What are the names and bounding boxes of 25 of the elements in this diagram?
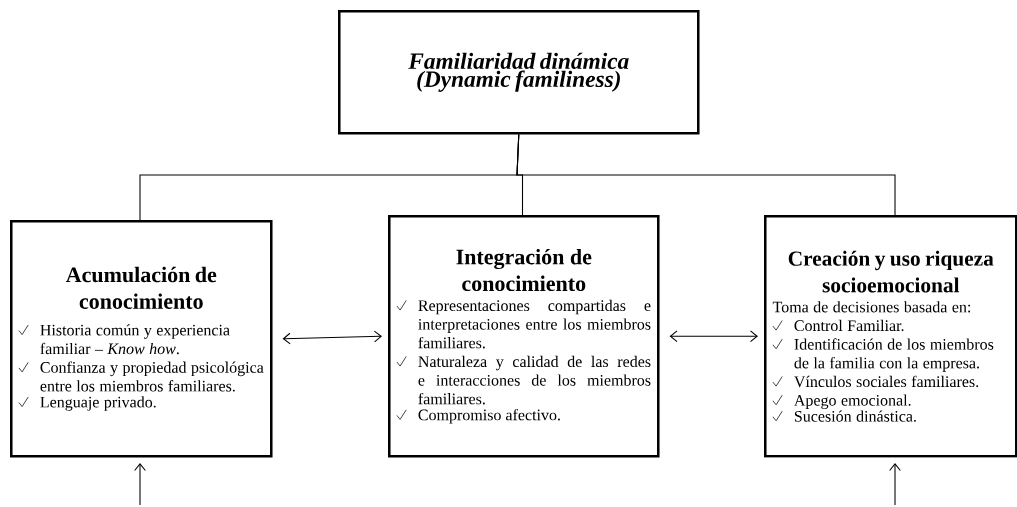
box-heading: Creación y uso riqueza socioemocional: [788, 250, 994, 293]
list-item: Apego emocional.: [794, 394, 911, 409]
list-item: Sucesión dinástica.: [794, 410, 916, 422]
title-box: [338, 10, 700, 135]
box-heading: Integración de conocimiento: [456, 248, 592, 292]
list-item: Confianza y propiedad psicológica entre los miembros familiares.: [40, 361, 264, 392]
double-arrow: [669, 330, 758, 343]
arrow: [889, 463, 901, 506]
list-item: Vínculos sociales familiares.: [794, 375, 979, 388]
list-item: Historia común y experiencia familiar – Know how.: [40, 324, 230, 355]
concept-box: [388, 215, 660, 458]
list-item: Lenguaje privado.: [40, 396, 156, 411]
list-item: Representaciones compartidas e interpretaciones entre los miembros familiares.: [418, 299, 651, 349]
list-item: Compromiso afectivo.: [418, 408, 560, 424]
concept-box: [10, 220, 273, 458]
concept-box: [764, 215, 1017, 458]
connector-line: [516, 134, 896, 216]
double-arrow: [282, 330, 382, 345]
arrow: [134, 463, 146, 506]
list-item: Control Familiar.: [794, 319, 904, 332]
box-heading: Acumulación de conocimiento: [65, 266, 217, 309]
intro-text: Toma de decisiones basada en:: [772, 301, 971, 313]
list-item: Naturaleza y calidad de las redes e interacciones de los miembros familiares.: [418, 355, 651, 405]
list-item: Identificación de los miembros de la familia con la empresa.: [794, 338, 994, 372]
title-text: Familiaridad dinámica (Dynamic familiness): [408, 52, 629, 92]
